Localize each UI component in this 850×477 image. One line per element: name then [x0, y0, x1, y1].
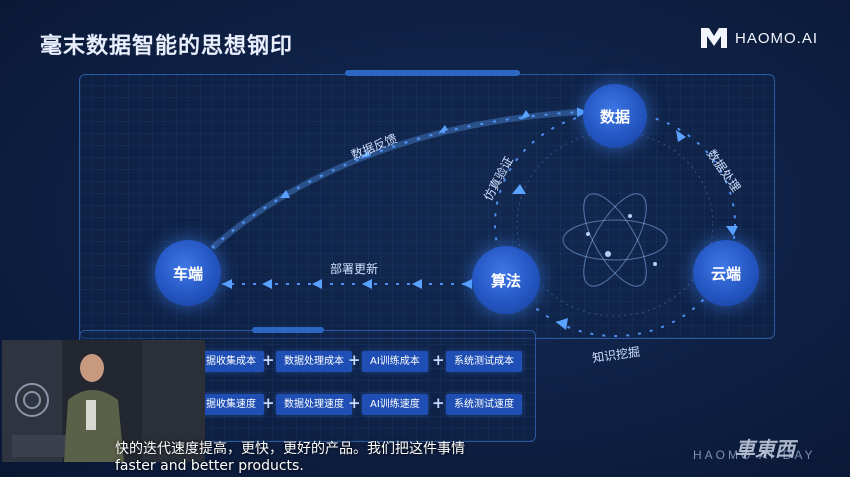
plus-sign: +: [348, 351, 361, 369]
speaker-image: [2, 340, 205, 462]
plus-sign: +: [432, 394, 445, 412]
cost-chip: 系统测试成本: [446, 351, 522, 372]
label-deploy: 部署更新: [330, 262, 379, 276]
node-vehicle: 车端: [155, 240, 221, 306]
speed-chip: 系统测试速度: [446, 394, 522, 415]
cost-panel-tab: [252, 327, 324, 333]
node-vehicle-label: 车端: [172, 264, 203, 283]
speed-chip: 数据处理速度: [276, 394, 352, 415]
caption-en: faster and better products.: [115, 458, 304, 474]
node-cloud: 云端: [693, 240, 759, 306]
cost-chip: 据收集成本: [198, 351, 264, 372]
data-feedback-arrow: [211, 107, 587, 249]
node-data-label: 数据: [599, 107, 630, 126]
cost-chip: AI训练成本: [362, 351, 428, 372]
node-data: 数据: [583, 84, 647, 148]
speaker-video-overlay: [2, 340, 205, 462]
node-algorithm-label: 算法: [490, 271, 521, 290]
atom-icon: [562, 193, 668, 287]
plus-sign: +: [262, 351, 275, 369]
node-cloud-label: 云端: [710, 264, 741, 283]
plus-sign: +: [262, 394, 275, 412]
panel-tab-decoration: [345, 70, 520, 76]
cycle-loop: [494, 111, 736, 337]
event-watermark: HAOMO AI DAY: [693, 448, 816, 462]
slide-title: 毫末数据智能的思想钢印: [40, 34, 294, 59]
caption-zh: 快的迭代速度提高，更快，更好的产品。我们把这件事情: [115, 441, 465, 457]
cost-chip: 数据处理成本: [276, 351, 352, 372]
node-algorithm: 算法: [472, 246, 540, 314]
plus-sign: +: [432, 351, 445, 369]
speed-chip: 据收集速度: [198, 394, 264, 415]
brand-name: HAOMO.AI: [734, 29, 818, 47]
haomo-logo-icon: [700, 28, 727, 48]
brand-logo: HAOMO.AI: [700, 26, 818, 50]
speed-chip: AI训练速度: [362, 394, 428, 415]
plus-sign: +: [348, 394, 361, 412]
media-watermark-logo: 車東西: [735, 437, 795, 461]
